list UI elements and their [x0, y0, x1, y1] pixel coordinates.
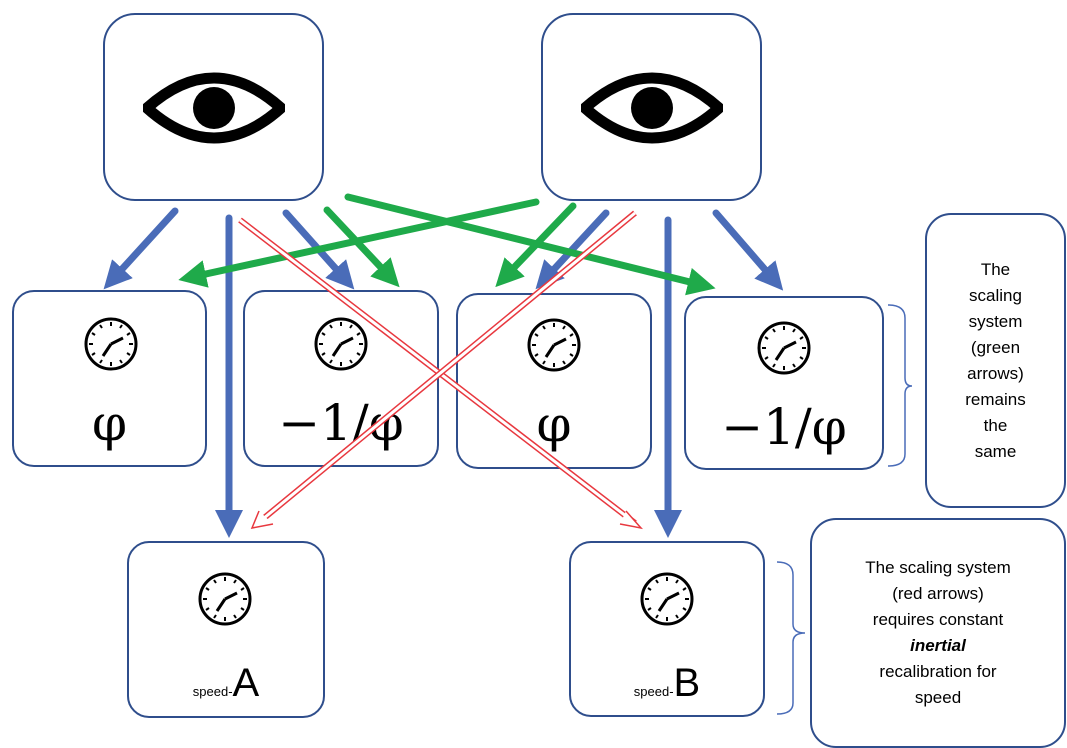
clock-label: φ — [536, 395, 572, 453]
note-line: remains — [965, 389, 1026, 409]
bracket — [887, 304, 913, 467]
note-green-arrows: The scaling system (green arrows) remain… — [925, 213, 1066, 508]
note-line: arrows) — [967, 363, 1024, 383]
note-line: The — [980, 259, 1011, 279]
green-arrow — [344, 193, 716, 296]
clock-box-3: φ — [456, 293, 652, 469]
red-arrowhead — [619, 510, 644, 530]
note-line: (green — [970, 337, 1021, 357]
clock-icon — [640, 572, 694, 626]
eye-icon — [143, 72, 285, 144]
blue-arrow — [282, 209, 355, 290]
speed-letter: A — [232, 661, 260, 705]
clock-icon — [527, 318, 581, 372]
bracket — [776, 561, 806, 715]
clock-icon — [314, 317, 368, 371]
note-line: same — [974, 441, 1017, 461]
observer-box-left — [103, 13, 324, 201]
eye-icon — [581, 72, 723, 144]
speed-box-b: speed-B — [569, 541, 765, 717]
green-arrow — [323, 206, 400, 288]
note-line: speed — [914, 688, 962, 707]
note-line: requires constant — [872, 610, 1004, 629]
clock-box-2: −1/φ — [243, 290, 439, 467]
note-line: The scaling system — [865, 558, 1011, 577]
red-arrow — [257, 211, 636, 525]
note-line: the — [983, 415, 1008, 435]
note-red-arrows: The scaling system (red arrows) requires… — [810, 518, 1066, 748]
red-arrowhead — [250, 510, 274, 529]
speed-prefix: speed- — [192, 684, 233, 699]
blue-arrow — [535, 209, 610, 290]
note-line: recalibration for — [879, 662, 997, 681]
observer-box-right — [541, 13, 762, 201]
speed-letter: B — [673, 661, 701, 705]
speed-label: speed-B — [571, 661, 763, 706]
speed-box-a: speed-A — [127, 541, 325, 718]
note-text: The scaling system (green arrows) remain… — [965, 257, 1025, 465]
green-arrow — [178, 198, 540, 288]
clock-icon — [84, 317, 138, 371]
blue-arrow — [712, 209, 784, 291]
clock-label: φ — [91, 394, 127, 452]
note-line: (red arrows) — [892, 584, 984, 603]
speed-prefix: speed- — [633, 684, 674, 699]
note-line: system — [968, 311, 1023, 331]
clock-label: −1/φ — [721, 398, 847, 456]
note-line: scaling — [969, 285, 1022, 305]
clock-box-4: −1/φ — [684, 296, 884, 470]
note-text: The scaling system (red arrows) requires… — [865, 555, 1011, 711]
blue-arrow — [103, 207, 179, 290]
clock-icon — [198, 572, 252, 626]
red-arrow — [239, 218, 636, 525]
clock-box-1: φ — [12, 290, 207, 467]
speed-label: speed-A — [129, 661, 323, 706]
clock-icon — [757, 321, 811, 375]
note-emphasis: inertial — [910, 636, 966, 655]
